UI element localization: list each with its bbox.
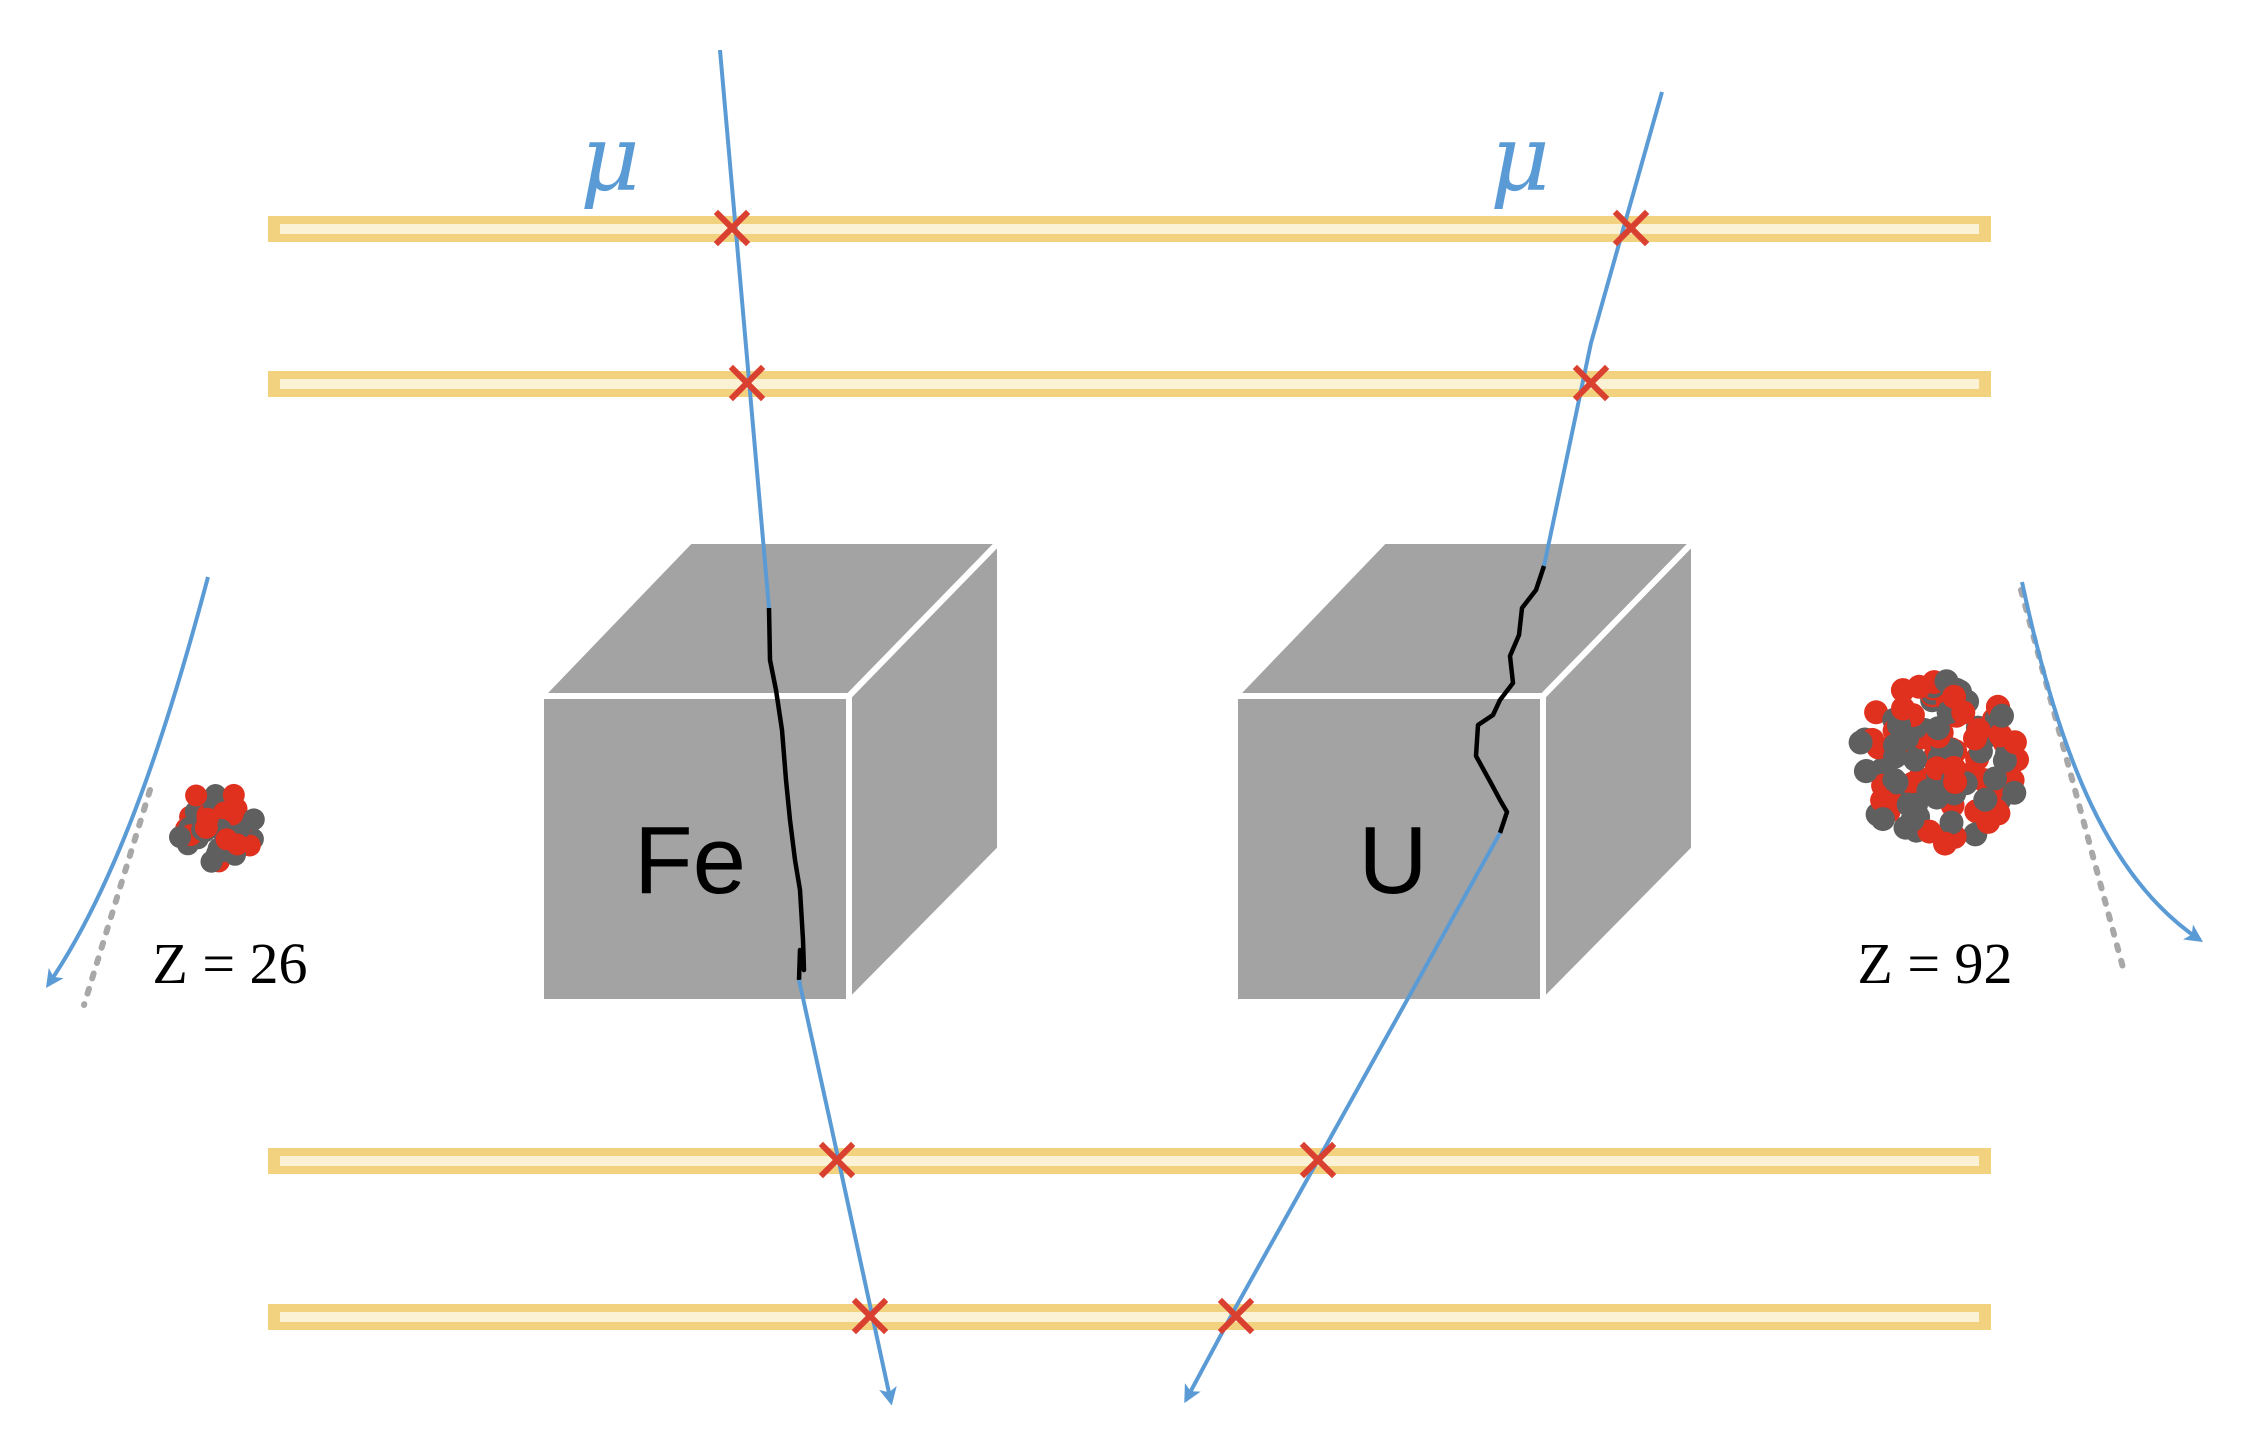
iron-label: Fe [634,807,746,914]
hit-markers [713,209,1650,1335]
cross-icon [1299,1141,1337,1179]
neutron [1853,759,1878,784]
proton [1933,831,1957,856]
proton [1942,684,1966,709]
proton [222,783,245,806]
proton [1864,700,1889,725]
proton [1870,788,1895,813]
proton [185,784,208,807]
deflection-illustration-left: Z = 26 [45,576,308,1008]
uranium-block: U [1232,538,1697,1005]
iron-block: Fe [538,538,1003,1005]
proton [1907,674,1932,699]
neutron [1884,770,1909,795]
neutron [1939,810,1964,835]
deflection-illustration-right: Z = 92 [1848,581,2203,996]
cross-icon [1572,364,1610,402]
cross-icon [713,209,751,247]
muon-track-iron [718,49,897,1406]
detector-plane-top-1 [268,216,1991,242]
proton [1988,723,2013,748]
muon-label-right: μ [1490,105,1550,212]
neutron [1926,716,1950,741]
cross-icon [728,364,766,402]
neutron [2002,780,2027,805]
uranium-label: U [1358,807,1427,914]
proton [1891,696,1915,721]
scattering-path-iron [766,607,807,981]
atomic-number-uranium: Z = 92 [1857,931,2012,996]
deflected-muon-arrow-right [2020,581,2203,942]
proton [226,833,249,856]
straight-reference-line-left [81,787,153,1008]
cross-icon [818,1141,856,1179]
iron-nucleus-icon [169,783,265,873]
neutron [1973,787,1998,812]
neutron [169,826,191,849]
neutron [1983,766,2007,791]
neutron [1870,807,1895,832]
atomic-number-iron: Z = 26 [152,931,307,996]
uranium-nucleus-icon [1848,669,2029,856]
neutron [1848,730,1873,755]
neutron [1883,744,1908,769]
cross-icon [1612,209,1650,247]
neutron [1990,703,2014,728]
neutron [1896,792,1921,817]
muon-track-uranium [1184,91,1664,1404]
cross-icon [1217,1297,1255,1335]
proton [1941,755,1966,780]
proton [1966,718,1991,743]
muon-label-left: μ [580,105,640,212]
cross-icon [851,1297,889,1335]
detector-planes [268,216,1991,1330]
scattering-path-uranium [1473,565,1547,834]
detector-plane-bottom-1 [268,1148,1991,1174]
proton [196,807,219,830]
detector-plane-top-2 [268,371,1991,397]
neutron [1992,748,2017,773]
detector-plane-bottom-2 [268,1304,1991,1330]
deflected-muon-arrow-left [45,576,210,988]
neutron [1903,747,1928,772]
